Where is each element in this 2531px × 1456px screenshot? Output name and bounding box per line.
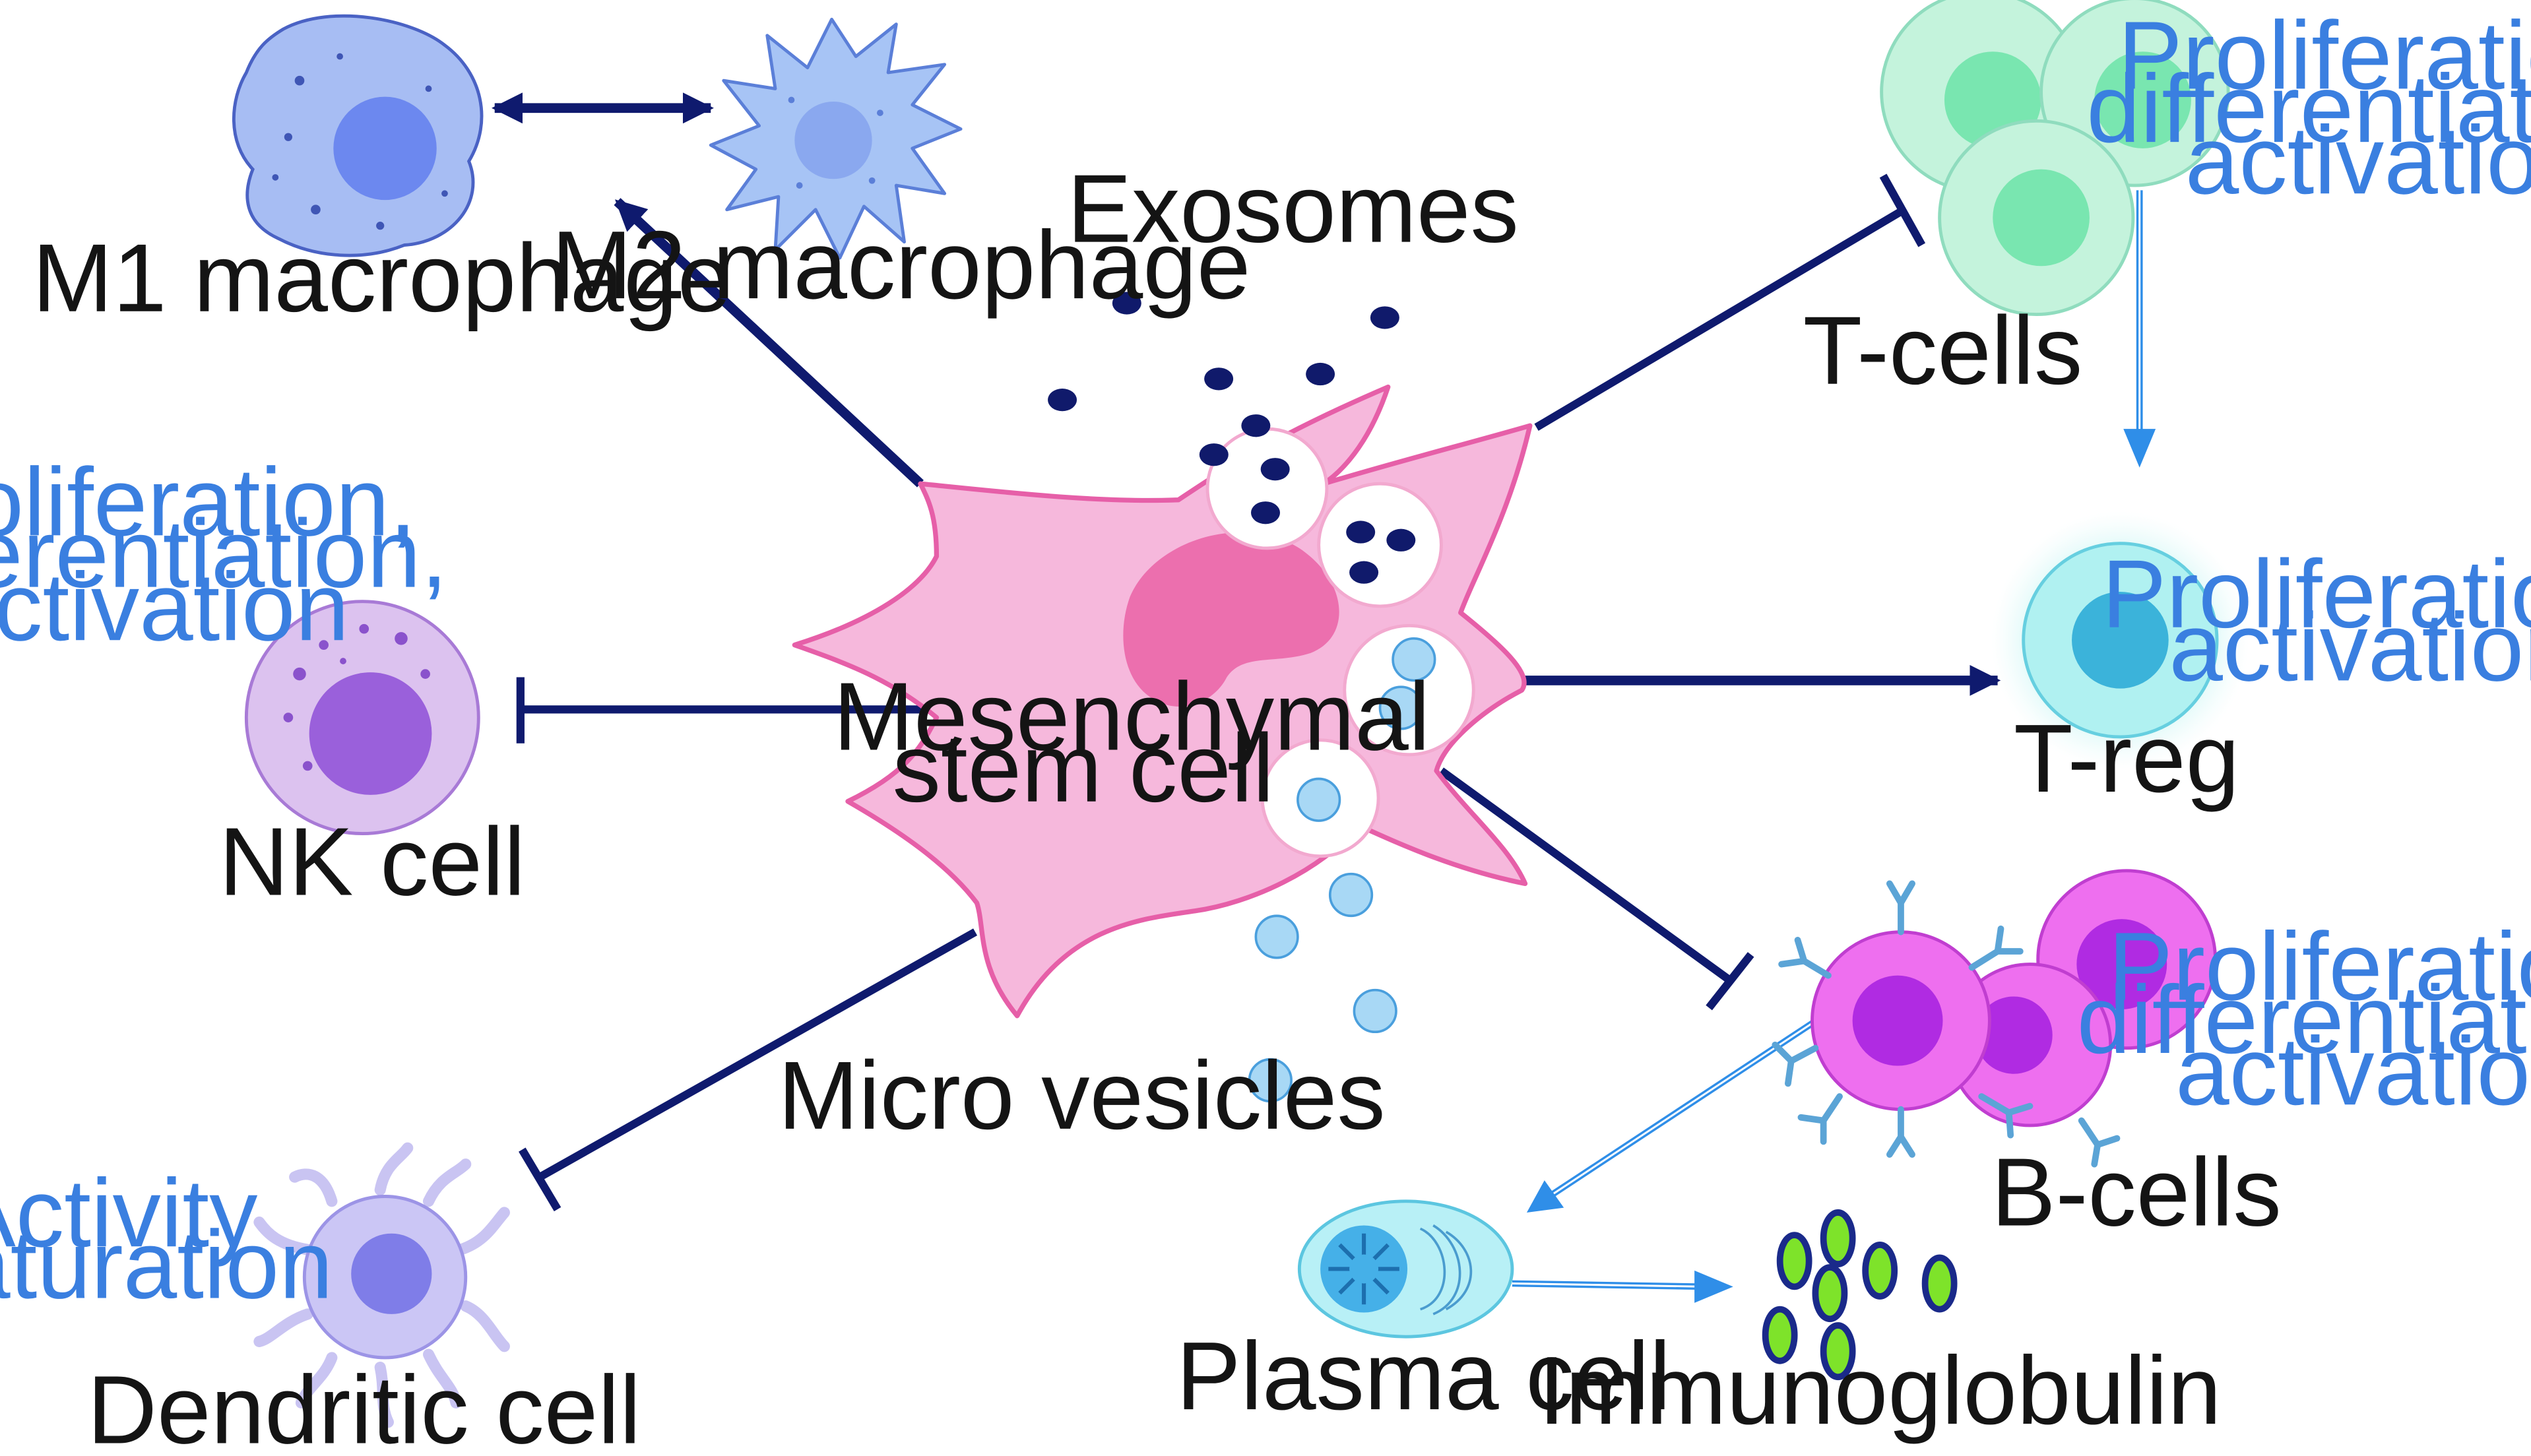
dendritic-cell-nucleus bbox=[351, 1233, 432, 1314]
nk-cell-effect: Proliferation, differentiation, activati… bbox=[0, 448, 448, 661]
t-cells-effect-line-3: activation bbox=[2185, 106, 2531, 214]
nk-cell-label: NK cell bbox=[219, 807, 525, 916]
msc-inhibits-t-cells-line bbox=[1534, 206, 1906, 431]
dendritic-effect-line-1: Activity bbox=[0, 1159, 258, 1267]
t-reg-nucleus bbox=[2072, 591, 2169, 689]
b-cells-effect-line-2: differentiation, bbox=[2077, 966, 2531, 1074]
plasma-cell-label: Plasma cell bbox=[1176, 1322, 1671, 1430]
b-cells bbox=[1772, 869, 2218, 1168]
plasma-to-immunoglobulin-arrow bbox=[1512, 1270, 1733, 1303]
immunoglobulin-label: Immunoglobulin bbox=[1539, 1337, 2222, 1445]
nk-effect-line-3: activation bbox=[0, 553, 349, 661]
t-cells-effect-line-1: Proliferation, bbox=[2118, 1, 2531, 110]
b-cells-inhibition-bar bbox=[1706, 952, 1754, 1011]
m2-macrophage-label: M2 macrophage bbox=[552, 211, 1251, 319]
immunoglobulin-cluster bbox=[1762, 1209, 1958, 1381]
msc-label-line-2: stem cell bbox=[893, 714, 1274, 823]
t-cells-effect-line-2: differentiation, bbox=[2086, 55, 2531, 163]
antibody-receptors bbox=[1772, 880, 2121, 1168]
b-cells-effect: Proliferation, differentiation, activati… bbox=[2077, 912, 2531, 1125]
t-reg-cell bbox=[1991, 511, 2249, 769]
nk-effect-line-2: differentiation, bbox=[0, 500, 448, 608]
dendritic-cell-effect: Activity maturation bbox=[0, 1159, 333, 1319]
micro-vesicles-label: Micro vesicles bbox=[778, 1042, 1386, 1150]
m2-macrophage-nucleus bbox=[794, 101, 872, 179]
b-cells-effect-line-1: Proliferation, bbox=[2108, 912, 2531, 1021]
t-reg-effect: Proliferation, activation bbox=[2102, 540, 2531, 702]
t-reg-effect-line-1: Proliferation, bbox=[2102, 540, 2531, 649]
msc-inhibits-b-cells-line bbox=[1438, 767, 1733, 984]
micro-vesicles-cluster bbox=[1248, 872, 1397, 1103]
m1-macrophage-label: M1 macrophage bbox=[32, 224, 732, 332]
plasma-cell bbox=[1297, 1199, 1514, 1339]
nk-effect-line-1: Proliferation, bbox=[0, 448, 416, 556]
b-cells-label: B-cells bbox=[1991, 1138, 2282, 1246]
exosome-vesicle-2 bbox=[1317, 482, 1443, 608]
dendritic-cell-label: Dendritic cell bbox=[87, 1356, 641, 1456]
m1-macrophage-nucleus bbox=[333, 96, 437, 201]
t-cells-label: T-cells bbox=[1803, 297, 2083, 405]
t-cells-effect: Proliferation, differentiation, activati… bbox=[2086, 1, 2531, 214]
m2-macrophage bbox=[709, 17, 963, 260]
msc-label-line-1: Mesenchymal bbox=[833, 662, 1430, 771]
mesenchymal-stem-cell bbox=[792, 384, 1533, 1019]
connectors bbox=[492, 92, 2156, 1303]
dendritic-effect-line-2: maturation bbox=[0, 1211, 333, 1319]
t-cells bbox=[1880, 0, 2230, 317]
msc-inhibits-dendritic-line bbox=[538, 928, 978, 1181]
exosomes-cluster bbox=[1048, 292, 1399, 466]
msc-to-macrophage-arrow bbox=[614, 198, 924, 488]
b-cells-to-plasma-arrow bbox=[1526, 1016, 1821, 1213]
nk-cell bbox=[244, 600, 480, 836]
b-cells-effect-line-3: activation bbox=[2175, 1017, 2531, 1125]
nk-cell-nucleus bbox=[309, 672, 432, 795]
dendritic-inhibition-bar bbox=[519, 1147, 561, 1212]
t-cells-to-t-reg-arrow bbox=[2123, 190, 2156, 468]
dendritic-cell bbox=[253, 1142, 510, 1428]
msc-nucleus bbox=[1123, 532, 1339, 707]
t-cells-inhibition-bar bbox=[1879, 174, 1926, 247]
t-reg-effect-line-2: activation bbox=[2169, 593, 2531, 701]
t-reg-label: T-reg bbox=[2014, 705, 2239, 813]
exosome-vesicle-1 bbox=[1205, 427, 1329, 550]
exosomes-label: Exosomes bbox=[1067, 155, 1519, 263]
m1-macrophage bbox=[232, 14, 484, 257]
